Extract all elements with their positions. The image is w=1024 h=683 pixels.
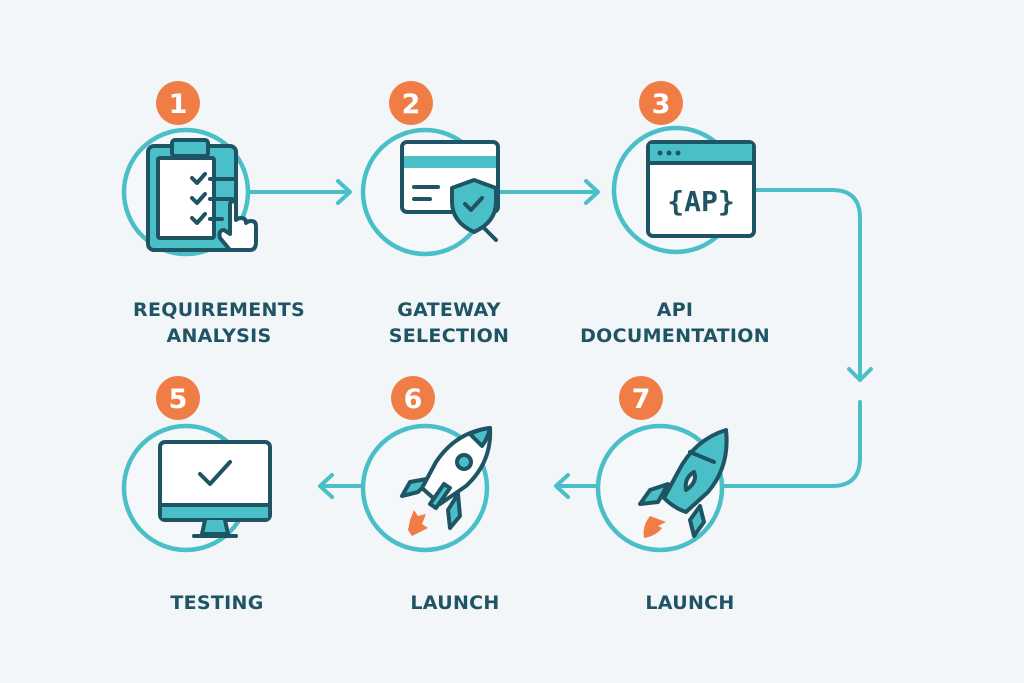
step-label: LAUNCH [645, 592, 734, 614]
connector-7-6 [554, 473, 600, 499]
step-label: GATEWAY [397, 299, 501, 321]
step-label: REQUIREMENTS [133, 299, 305, 321]
step-label: LAUNCH [410, 592, 499, 614]
connector-2-3 [488, 179, 600, 205]
step-number: 1 [169, 89, 188, 120]
step-label: TESTING [170, 592, 263, 614]
step-badge [156, 376, 200, 420]
step-badge [389, 81, 433, 125]
step-7: 7 LAUNCH [595, 376, 734, 614]
step-number: 3 [652, 89, 671, 120]
rocket-icon [400, 426, 493, 536]
step-number: 5 [169, 384, 188, 415]
step-badge [156, 81, 200, 125]
step-badge [639, 81, 683, 125]
card-shield-icon [400, 140, 500, 242]
connector-3-down [738, 188, 873, 382]
step-badge [391, 376, 435, 420]
step-label: API [657, 299, 694, 321]
step-5: 5 TESTING [121, 376, 272, 614]
step-label: ANALYSIS [166, 325, 271, 347]
step-1: 1 REQUIREMENTS ANALYSIS [121, 81, 305, 347]
monitor-check-icon [158, 440, 272, 538]
connector-up-7 [720, 400, 862, 488]
step-number: 2 [402, 89, 421, 120]
step-number: 6 [404, 384, 423, 415]
step-3: {AP} 3 API DOCUMENTATION [580, 81, 770, 347]
step-badge [619, 376, 663, 420]
api-window-icon: {AP} [646, 140, 756, 238]
step-label: SELECTION [389, 325, 509, 347]
clipboard-checklist-icon [146, 138, 258, 252]
api-icon-text: {AP} [667, 185, 734, 218]
step-6: 6 LAUNCH [360, 376, 499, 614]
connector-1-2 [248, 179, 352, 205]
step-2: 2 GATEWAY SELECTION [360, 81, 509, 347]
rocket-icon [638, 428, 729, 538]
step-number: 7 [632, 384, 651, 415]
step-label: DOCUMENTATION [580, 325, 770, 347]
connector-6-5 [318, 473, 364, 499]
